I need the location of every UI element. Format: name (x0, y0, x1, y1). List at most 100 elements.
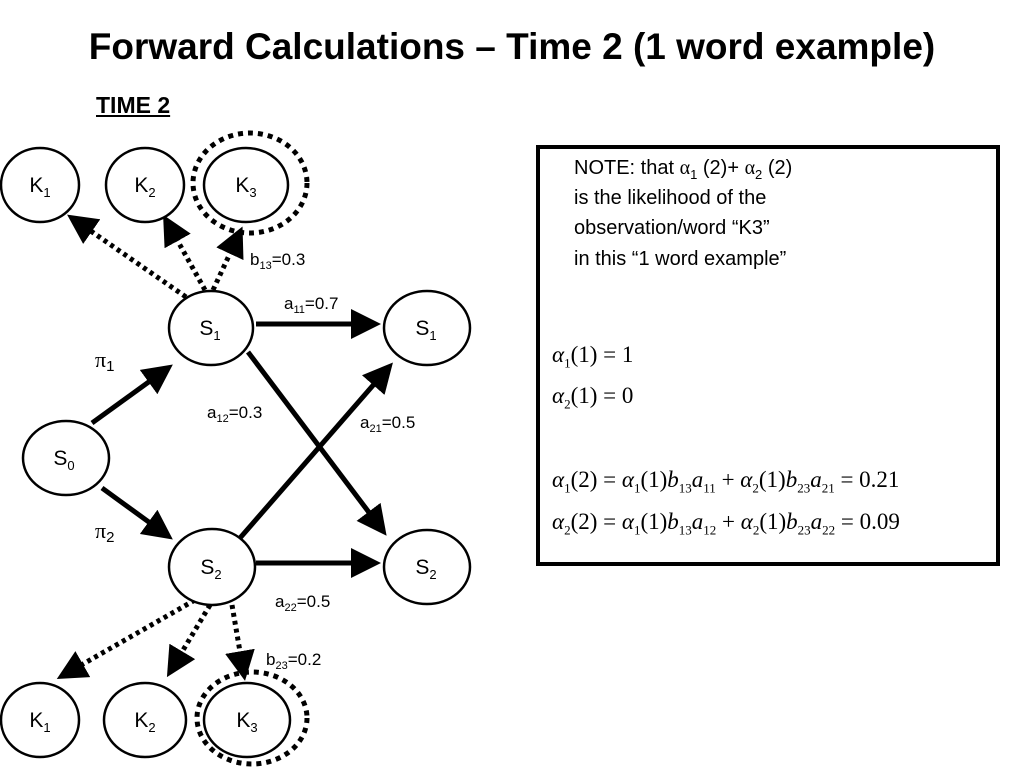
svg-text:K2: K2 (134, 709, 155, 735)
time-label: TIME 2 (96, 92, 171, 118)
node-k1-bottom-sub: 1 (43, 720, 50, 735)
node-s2-t2-base: S (415, 556, 429, 579)
eq4-plus: + (716, 509, 741, 534)
label-pi2: π2 (95, 518, 114, 546)
eq4-t1-sub: 1 (633, 522, 641, 538)
emission-s2-k3 (225, 604, 255, 681)
eq4-result: = 0.09 (835, 509, 900, 534)
eq3-a2-sub: 21 (821, 480, 835, 496)
node-s2-t1: S2 (167, 527, 257, 607)
note-mid: (2)+ (697, 157, 745, 179)
emission-s1-k3 (210, 226, 244, 292)
label-a22-value: =0.5 (297, 592, 331, 611)
eq3-b1: b (667, 467, 679, 492)
node-s1-t1-base: S (199, 317, 213, 340)
node-k3-top: K3 (190, 130, 310, 236)
node-s0: S0 (21, 419, 111, 497)
equation-alpha2-2: α2(2) = α1(1)b13a12 + α2(1)b23a22 = 0.09 (552, 509, 900, 539)
emission-s2-k2 (166, 603, 213, 678)
eq4-b1-sub: 13 (678, 522, 692, 538)
label-a21-value: =0.5 (382, 413, 416, 432)
eq4-b2: b (786, 509, 798, 534)
eq3-b2: b (785, 467, 798, 492)
node-s1-t2: S1 (382, 289, 472, 367)
note-alpha-1: α (679, 157, 691, 179)
note-sub-2: 2 (755, 167, 763, 182)
label-pi1-sub: 1 (106, 358, 114, 375)
node-s2-t2-sub: 2 (429, 567, 436, 582)
eq3-t2-sub: 2 (752, 480, 759, 496)
note-line-2: is the likelihood of the (574, 187, 767, 209)
node-k3-top-sub: 3 (249, 185, 256, 200)
label-a12-sub: 12 (216, 413, 228, 425)
eq2-alpha: α (552, 383, 565, 408)
edge-s0-s1 (90, 364, 173, 426)
eq3-lhs-arg: (2) = (570, 467, 622, 492)
eq3-a2: a (810, 467, 822, 492)
eq3-a1-sub: 11 (703, 480, 716, 496)
node-k2-top-base: K (134, 174, 148, 197)
label-a11-sub: 11 (293, 304, 304, 316)
eq3-a1: a (691, 467, 704, 492)
svg-text:K1: K1 (29, 709, 50, 735)
eq4-alpha-lhs: α (552, 509, 565, 534)
eq3-result: = 0.21 (834, 467, 900, 492)
svg-text:K3: K3 (235, 174, 256, 200)
svg-text:S2: S2 (415, 556, 436, 582)
label-a12-base: a (207, 403, 217, 422)
eq3-t1-sub: 1 (633, 480, 641, 496)
svg-text:K1: K1 (29, 174, 50, 200)
label-b13: b13=0.3 (250, 250, 305, 272)
eq3-t2-arg: (1) (758, 467, 786, 492)
node-k2-top: K2 (104, 146, 186, 224)
svg-text:S0: S0 (53, 447, 74, 473)
note-line-4: in this “1 word example” (574, 248, 787, 270)
label-b23: b23=0.2 (266, 650, 321, 672)
eq4-a1-sub: 12 (703, 522, 717, 538)
label-pi2-symbol: π (95, 518, 106, 543)
node-k2-top-sub: 2 (148, 185, 155, 200)
svg-text:S1: S1 (415, 317, 436, 343)
eq4-t2-arg: (1) (759, 509, 787, 534)
node-s2-t1-base: S (200, 556, 214, 579)
eq4-lhs-sub: 2 (564, 522, 571, 538)
node-k2-bottom-sub: 2 (148, 720, 155, 735)
eq1-sub: 1 (564, 355, 571, 371)
node-k3-bottom: K3 (194, 669, 310, 767)
label-b23-base: b (266, 650, 275, 669)
node-k3-top-base: K (235, 174, 249, 197)
node-s1-t2-sub: 1 (429, 328, 436, 343)
edge-s1-s2 (246, 350, 387, 536)
label-b13-sub: 13 (259, 260, 271, 272)
eq4-a2: a (810, 509, 823, 534)
svg-text:K2: K2 (134, 174, 155, 200)
note-prefix: NOTE: that (574, 157, 680, 179)
eq3-lhs-sub: 1 (564, 480, 571, 496)
edge-s2-s1 (238, 362, 393, 540)
label-a12: a12=0.3 (207, 403, 262, 425)
eq2-sub: 2 (564, 396, 571, 412)
eq3-alpha-t1: α (621, 467, 634, 492)
edge-s0-s2 (100, 485, 173, 540)
node-s2-t1-sub: 2 (214, 567, 221, 582)
eq4-t1-arg: (1) (640, 509, 668, 534)
label-a22: a22=0.5 (275, 592, 330, 614)
note-alpha-2: α (744, 157, 756, 179)
eq1-rest: (1) = 1 (570, 342, 634, 367)
eq4-b2-sub: 23 (797, 522, 811, 538)
equation-alpha2-1: α2(1) = 0 (552, 383, 633, 413)
svg-text:S2: S2 (200, 556, 221, 582)
label-a11-base: a (284, 294, 294, 313)
eq3-alpha-t2: α (740, 467, 753, 492)
eq4-alpha-t2: α (740, 509, 753, 534)
node-s1-t1: S1 (167, 289, 255, 367)
label-b13-value: =0.3 (272, 250, 306, 269)
eq3-alpha-lhs: α (552, 467, 565, 492)
emission-s1-k1 (67, 214, 188, 300)
node-k1-top-sub: 1 (43, 185, 50, 200)
eq4-a2-sub: 22 (822, 522, 836, 538)
node-s1-t2-base: S (415, 317, 429, 340)
label-a22-sub: 22 (284, 602, 296, 614)
node-s0-sub: 0 (67, 458, 74, 473)
